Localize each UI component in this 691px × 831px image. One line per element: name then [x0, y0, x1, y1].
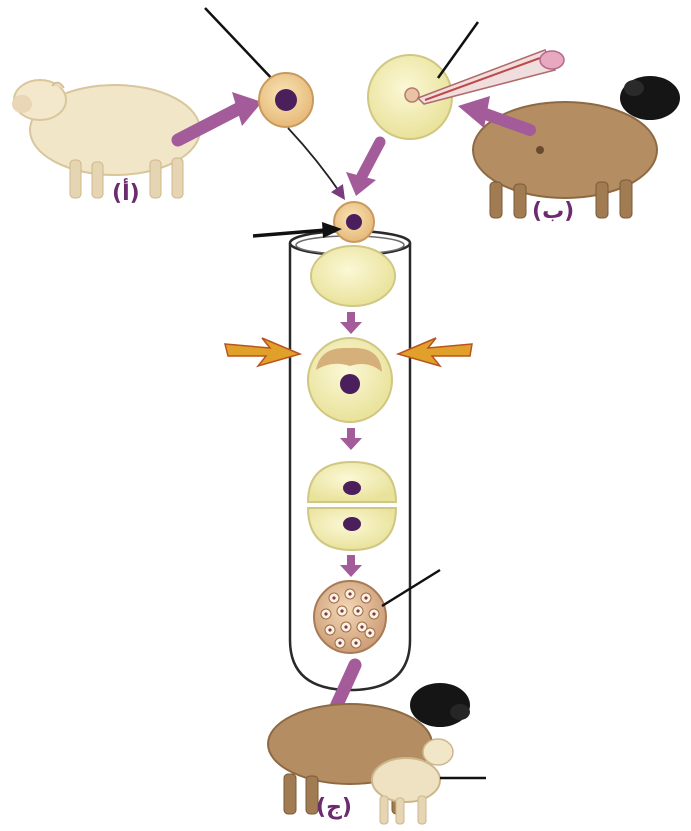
label-sheep-b: (ب) — [532, 199, 574, 224]
electric-pulse-stage — [308, 338, 392, 422]
arrow-step-1 — [340, 312, 362, 334]
arrow-step-3 — [340, 555, 362, 577]
label-sheep-a: (أ) — [112, 177, 140, 206]
egg-nucleus-being-removed — [405, 88, 419, 102]
fused-cell-nucleus — [340, 374, 360, 394]
arrow-cell-to-egg — [288, 128, 343, 197]
arrow-egg-to-fusion — [346, 142, 380, 196]
fusion-stage — [311, 202, 395, 306]
pointer-line-pipette — [438, 22, 478, 78]
pointer-arrow-fusion — [253, 222, 342, 238]
pointer-line-somatic-cell — [205, 8, 275, 82]
brown-sheep-b — [473, 76, 680, 218]
somatic-cell — [259, 73, 313, 127]
embryo-blastocyst — [314, 581, 386, 653]
label-sheep-c: (ج) — [316, 795, 352, 820]
arrow-step-2 — [340, 428, 362, 450]
somatic-cell-nucleus — [275, 89, 297, 111]
two-cell-stage — [308, 462, 396, 550]
